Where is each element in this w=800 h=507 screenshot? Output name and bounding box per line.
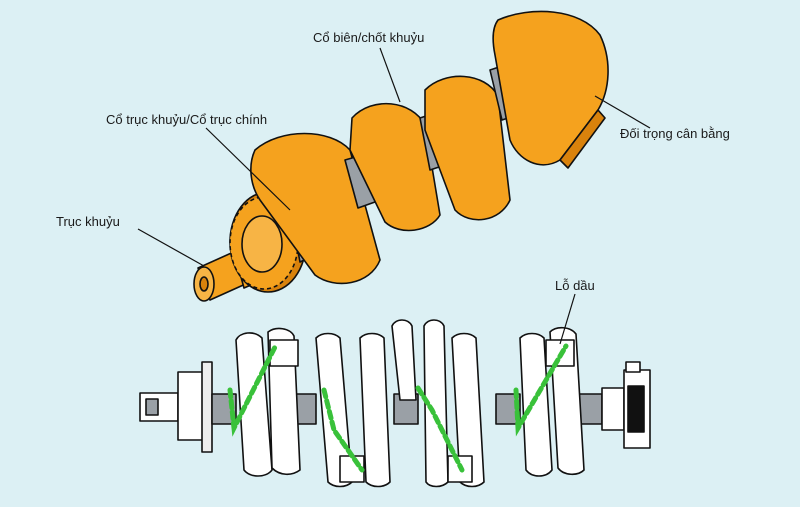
label-crankshaft: Trục khuỷu xyxy=(56,214,120,229)
crankshaft-illustration xyxy=(193,10,609,302)
oil-passage xyxy=(321,387,365,473)
oil-passage xyxy=(227,342,279,437)
crank-web xyxy=(519,332,553,477)
label-main-journal: Cổ trục khuỷu/Cổ trục chính xyxy=(106,112,267,127)
oil-passage xyxy=(415,385,465,473)
rear-journal xyxy=(601,387,625,431)
crankshaft-cross-section xyxy=(139,319,651,488)
leader-crank-pin xyxy=(379,47,401,103)
counterweight-rear xyxy=(492,10,609,166)
leader-counterweight xyxy=(594,95,651,129)
crank-web xyxy=(391,319,417,401)
leader-main-journal xyxy=(205,127,291,211)
crank-web xyxy=(235,332,273,477)
leader-crankshaft xyxy=(137,228,205,267)
label-counterweight: Đối trọng cân bằng xyxy=(620,126,730,141)
crank-web xyxy=(349,102,441,232)
crank-web xyxy=(424,75,511,221)
label-crank-pin: Cổ biên/chốt khuỷu xyxy=(313,30,424,45)
crank-web xyxy=(359,332,391,488)
main-journal xyxy=(577,393,603,425)
leader-oil-hole xyxy=(559,293,576,345)
crank-web xyxy=(451,332,485,488)
oil-passages xyxy=(227,342,569,473)
leader-lines xyxy=(137,47,651,345)
label-oil-hole: Lỗ dầu xyxy=(555,278,595,293)
oil-passage xyxy=(513,343,569,437)
